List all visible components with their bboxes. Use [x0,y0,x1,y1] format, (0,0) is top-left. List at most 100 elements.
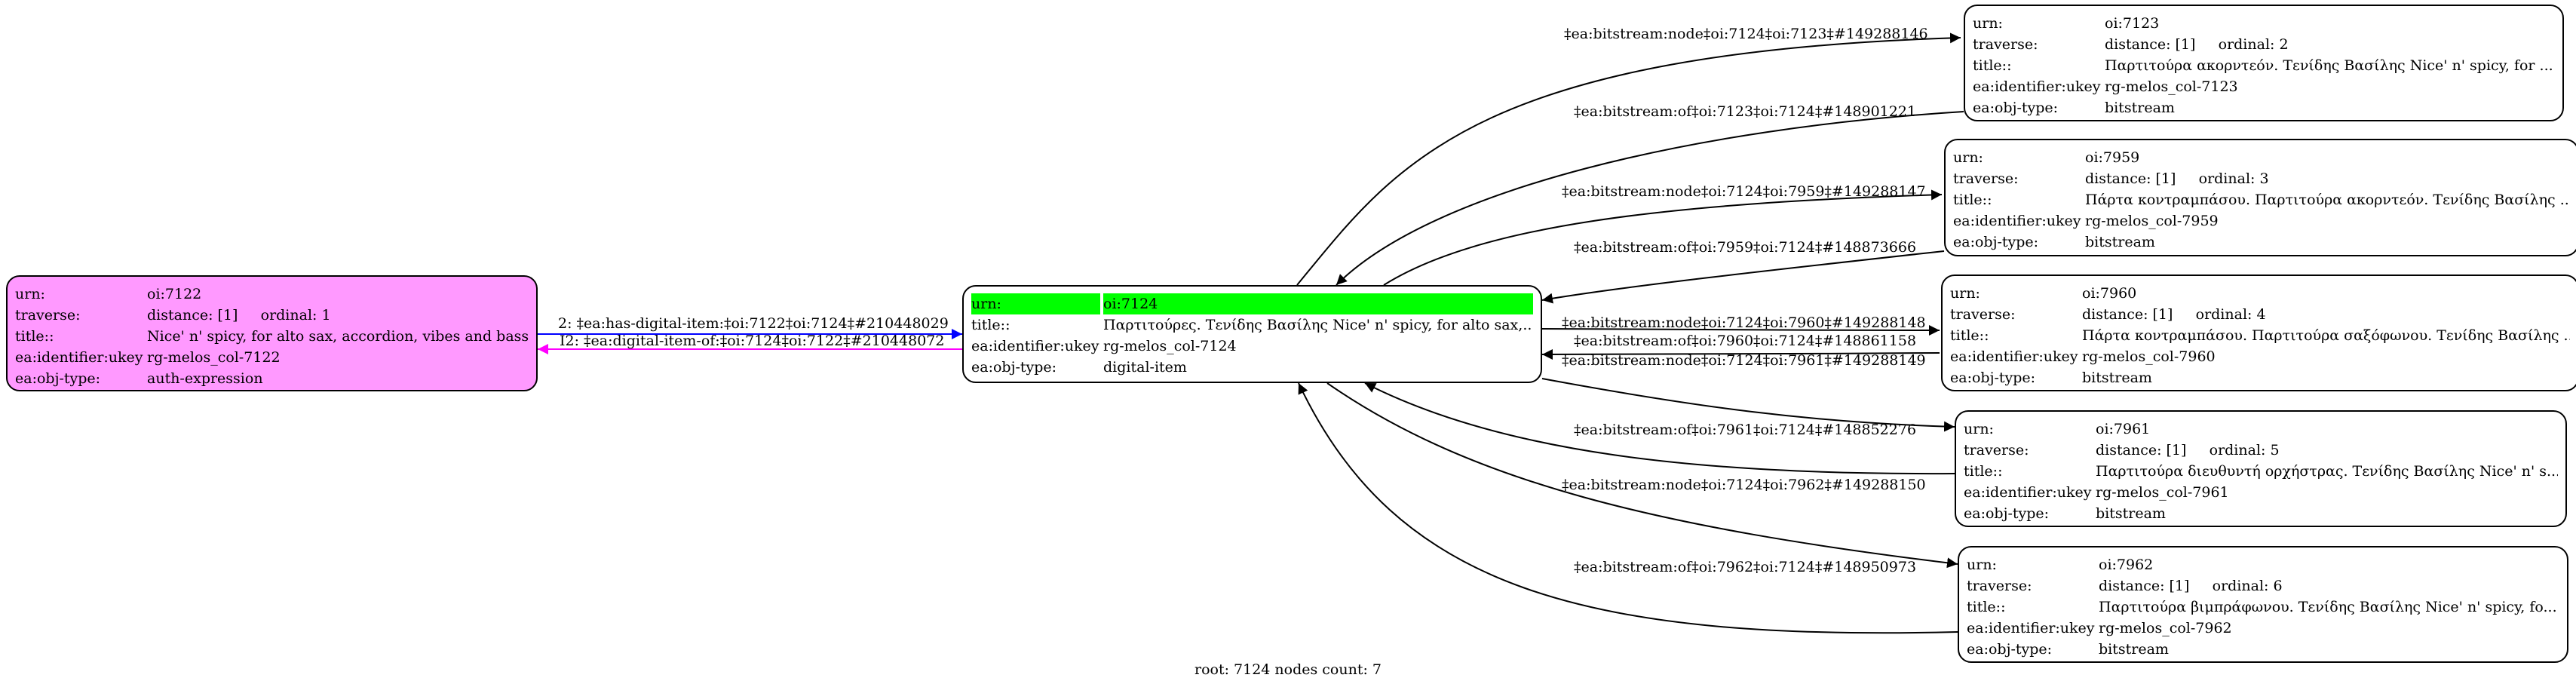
row-value: distance: [1] ordinal: 5 [2096,442,2280,459]
node-row-ukey: ea:identifier:ukey rg-melos_col-7959 [1953,210,2570,232]
row-key: traverse: [1964,442,2029,459]
edge-bitstream-node-7959 [1383,189,1943,286]
edge-label-bitstream-of-7123: ‡ea:bitstream:of‡oi:7123‡oi:7124‡#148901… [1574,103,1917,120]
row-value: bitstream [2105,100,2175,116]
row-value: rg-melos_col-7959 [2085,213,2219,229]
row-value: bitstream [2096,505,2166,522]
edge-label-bitstream-node-7962: ‡ea:bitstream:node‡oi:7124‡oi:7962‡#1492… [1562,477,1926,493]
row-key: ea:obj-type: [1950,370,2036,386]
edge-bitstream-node-7960 [1541,324,1940,336]
row-key: traverse: [1953,170,2019,187]
row-value: oi:7123 [2105,15,2160,32]
row-key: title:: [1953,192,1992,208]
row-key: traverse: [1967,578,2032,594]
edge-label-bitstream-node-7960: ‡ea:bitstream:node‡oi:7124‡oi:7960‡#1492… [1562,314,1926,331]
row-value: digital-item [1103,359,1187,376]
node-oi-7124[interactable]: urn: oi:7124 title:: Παρτιτούρες. Τενίδη… [962,285,1542,383]
row-value: Παρτιτούρα βιμπράφωνου. Τενίδης Βασίλης … [2099,599,2557,615]
row-key: title:: [1967,599,2006,615]
edge-bitstream-node-7123 [1296,32,1961,286]
edge-bitstream-of-7960 [1541,348,1940,360]
node-row-title: title:: Παρτιτούρα διευθυντή ορχήστρας. … [1964,461,2558,482]
row-value: Παρτιτούρα ακορντεόν. Τενίδης Βασίλης Ni… [2105,57,2553,74]
node-oi-7960[interactable]: urn: oi:7960 traverse: distance: [1] ord… [1941,274,2576,391]
row-key: ea:obj-type: [15,370,101,387]
row-key: urn: [1953,149,1983,166]
edge-bitstream-node-7962 [1326,382,1958,569]
row-key: ea:obj-type: [971,359,1057,376]
row-key: title:: [1964,463,2003,480]
node-row-traverse: traverse: distance: [1] ordinal: 4 [1950,304,2570,325]
row-key: title:: [1973,57,2012,74]
node-oi-7122[interactable]: urn: oi:7122 traverse: distance: [1] ord… [6,275,538,391]
node-row-urn: urn: oi:7123 [1973,13,2555,34]
row-key: urn: [1950,285,1980,302]
node-row-urn: urn: oi:7960 [1950,283,2570,304]
row-key: urn: [1967,557,1997,573]
row-value: oi:7962 [2099,557,2154,573]
row-value: oi:7960 [2082,285,2137,302]
row-key: title:: [971,317,1010,333]
row-key: title:: [15,328,54,345]
node-row-obj-type: ea:obj-type: bitstream [1964,503,2558,524]
node-row-obj-type: ea:obj-type: bitstream [1950,367,2570,388]
edge-label-bitstream-of-7961: ‡ea:bitstream:of‡oi:7961‡oi:7124‡#148852… [1574,422,1917,438]
row-key: ea:obj-type: [1967,641,2053,658]
edge-label-bitstream-of-7962: ‡ea:bitstream:of‡oi:7962‡oi:7124‡#148950… [1574,559,1917,575]
node-row-title: title:: Παρτιτούρες. Τενίδης Βασίλης Nic… [971,314,1533,336]
row-value: Nice' n' spicy, for alto sax, accordion,… [147,328,529,345]
edge-bitstream-of-7959 [1541,250,1945,304]
node-oi-7959[interactable]: urn: oi:7959 traverse: distance: [1] ord… [1944,139,2576,256]
edge-label-bitstream-node-7961: ‡ea:bitstream:node‡oi:7124‡oi:7961‡#1492… [1562,352,1926,369]
row-key: ea:obj-type: [1964,505,2050,522]
node-row-title: title:: Παρτιτούρα βιμπράφωνου. Τενίδης … [1967,597,2559,618]
row-value: bitstream [2099,641,2169,658]
row-value: Παρτιτούρα διευθυντή ορχήστρας. Τενίδης … [2096,463,2558,480]
node-row-title: title:: Πάρτα κοντραμπάσου. Παρτιτούρα σ… [1950,325,2570,346]
edge-label-bitstream-of-7960: ‡ea:bitstream:of‡oi:7960‡oi:7124‡#148861… [1574,333,1917,349]
row-value: bitstream [2085,234,2155,250]
node-row-urn: urn: oi:7124 [971,293,1533,314]
row-value: rg-melos_col-7122 [147,349,281,366]
row-key: urn: [1973,15,2003,32]
row-key: traverse: [1973,36,2038,53]
node-row-obj-type: ea:obj-type: bitstream [1973,97,2555,118]
row-key: ea:identifier:ukey [1964,484,2092,501]
row-value: Πάρτα κοντραμπάσου. Παρτιτούρα ακορντεόν… [2085,192,2570,208]
node-row-ukey: ea:identifier:ukey rg-melos_col-7123 [1973,76,2555,97]
row-key: ea:identifier:ukey [1950,348,2078,365]
row-value: oi:7961 [2096,421,2151,437]
edge-bitstream-node-7961 [1541,378,1955,432]
row-value: rg-melos_col-7962 [2099,620,2232,636]
node-row-traverse: traverse: distance: [1] ordinal: 1 [15,305,529,326]
node-row-ukey: ea:identifier:ukey rg-melos_col-7962 [1967,618,2559,639]
node-row-traverse: traverse: distance: [1] ordinal: 2 [1973,34,2555,55]
node-row-title: title:: Παρτιτούρα ακορντεόν. Τενίδης Βα… [1973,55,2555,76]
node-row-ukey: ea:identifier:ukey rg-melos_col-7961 [1964,482,2558,503]
row-value: rg-melos_col-7960 [2082,348,2216,365]
node-oi-7961[interactable]: urn: oi:7961 traverse: distance: [1] ord… [1955,410,2567,527]
edge-label-bitstream-node-7959: ‡ea:bitstream:node‡oi:7124‡oi:7959‡#1492… [1562,183,1926,200]
node-row-obj-type: ea:obj-type: auth-expression [15,368,529,389]
node-row-urn: urn: oi:7961 [1964,419,2558,440]
edge-label-digital-item-of: I2: ‡ea:digital-item-of:‡oi:7124‡oi:7122… [560,333,945,349]
node-row-obj-type: ea:obj-type: digital-item [971,357,1533,378]
node-oi-7962[interactable]: urn: oi:7962 traverse: distance: [1] ord… [1958,546,2568,663]
node-row-ukey: ea:identifier:ukey rg-melos_col-7124 [971,336,1533,357]
node-oi-7123[interactable]: urn: oi:7123 traverse: distance: [1] ord… [1964,5,2564,121]
row-value: auth-expression [147,370,263,387]
row-value: distance: [1] ordinal: 6 [2099,578,2283,594]
node-row-obj-type: ea:obj-type: bitstream [1953,232,2570,253]
node-row-urn: urn: oi:7962 [1967,554,2559,575]
node-row-traverse: traverse: distance: [1] ordinal: 6 [1967,575,2559,597]
node-row-urn: urn: oi:7122 [15,284,529,305]
node-row-obj-type: ea:obj-type: bitstream [1967,639,2559,660]
row-value: oi:7124 [1103,293,1533,314]
row-value: bitstream [2082,370,2152,386]
row-key: ea:identifier:ukey [1953,213,2081,229]
node-row-ukey: ea:identifier:ukey rg-melos_col-7960 [1950,346,2570,367]
node-row-title: title:: Πάρτα κοντραμπάσου. Παρτιτούρα α… [1953,189,2570,210]
row-value: Πάρτα κοντραμπάσου. Παρτιτούρα σαξόφωνου… [2082,327,2570,344]
row-key: urn: [971,293,1100,314]
